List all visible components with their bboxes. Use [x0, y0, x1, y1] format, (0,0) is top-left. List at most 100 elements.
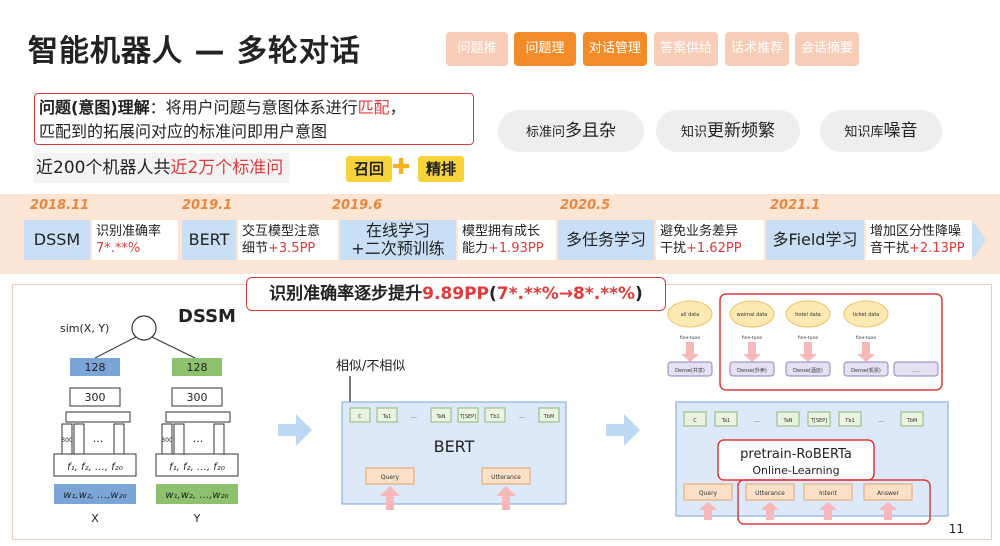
timeline-model-multitask: 多任务学习	[558, 220, 654, 260]
bert-token	[484, 407, 506, 423]
timeline-desc-2: 交互模型注意细节+3.5PP	[238, 220, 338, 260]
tab-session-summary[interactable]: 会话摘要	[795, 32, 859, 66]
data-cloud-label: all data	[681, 312, 700, 318]
up-arrow-icon	[857, 342, 875, 362]
timeline-model-online: 在线学习+二次预训练	[340, 220, 456, 260]
bert-token-ellipsis: ...	[519, 413, 525, 420]
roberta-token	[900, 411, 924, 427]
tab-dialog-management[interactable]: 对话管理	[583, 32, 647, 66]
dense-head-label: Dense(共享)	[675, 367, 705, 374]
definition-callout: 问题(意图)理解：将用户问题与意图体系进行匹配， 匹配到的拓展问对应的标准问即用…	[34, 93, 474, 145]
y-conv-2	[173, 423, 185, 455]
up-arrow-icon	[380, 486, 400, 510]
input-highlight	[737, 479, 931, 525]
dense-head	[893, 361, 939, 377]
y-pool-layer	[165, 411, 231, 423]
up-arrow-icon	[496, 486, 516, 510]
sim-link-x	[94, 336, 137, 359]
roberta-token-ellipsis: ...	[754, 417, 760, 424]
finetune-label: fine-tune	[680, 335, 701, 341]
accuracy-banner: 识别准确率逐步提升9.89PP(7*.**%→8*.**%)	[246, 277, 666, 311]
timeline-model-dssm: DSSM	[24, 220, 90, 260]
dense-head-label: Dense(外卖)	[737, 367, 767, 374]
bert-output-label: 相似/不相似	[336, 359, 405, 374]
roberta-input-label: Utterance	[755, 490, 785, 497]
architecture-diagrams: DSSM sim(X, Y) 128 300 300 ... f₁, f₂, ……	[53, 293, 949, 525]
up-arrow-icon	[681, 342, 699, 362]
data-cloud-label: hotel data	[795, 312, 821, 318]
bert-token-ellipsis: ...	[411, 413, 417, 420]
tab-question-recommend[interactable]: 问题推荐	[446, 32, 508, 90]
y-top-dim: 128	[187, 361, 208, 374]
bert-token	[349, 407, 371, 423]
page-title: 智能机器人 — 多轮对话	[28, 34, 361, 69]
roberta-token-label: C	[693, 418, 697, 424]
y-top-layer	[172, 358, 222, 376]
dense-head	[729, 361, 775, 377]
roberta-token	[807, 411, 831, 427]
x-top-dim: 128	[85, 361, 106, 374]
roberta-input	[803, 483, 853, 501]
finetune-label: fine-tune	[856, 335, 877, 341]
y-features: f₁, f₂, …, f₂₀	[169, 462, 225, 473]
y-mid-dim: 300	[187, 391, 208, 404]
sim-link-y	[151, 336, 196, 359]
roberta-subtitle: Online-Learning	[752, 464, 839, 477]
bert-label: BERT	[434, 437, 475, 456]
robot-summary: 近200个机器人共近2万个标准问	[34, 153, 290, 183]
bert-input-query	[365, 467, 415, 485]
sim-label: sim(X, Y)	[60, 322, 109, 335]
x-top-layer	[70, 358, 120, 376]
dense-head-label: Dense(机票)	[851, 367, 881, 374]
y-words: w₁,w₂, …,w₂₀	[165, 490, 228, 501]
up-arrow-icon	[879, 502, 897, 520]
x-conv-3	[113, 423, 125, 455]
bert-input-utterance-label: Utterance	[491, 474, 521, 481]
y-dots: ...	[193, 432, 204, 445]
rank-pill: 精排	[418, 156, 465, 182]
finetune-label: fine-tune	[742, 335, 763, 341]
challenge-cloud-2: 知识更新频繁	[656, 110, 800, 152]
definition-line-2: 匹配到的拓展问对应的标准问即用户意图	[39, 122, 328, 141]
bert-token-label: TaN	[435, 414, 445, 420]
tab-question-understanding[interactable]: 问题理解	[514, 32, 576, 90]
roberta-token	[776, 411, 800, 427]
dense-head-label: Dense(酒店)	[793, 367, 823, 374]
timeline-desc-4: 避免业务差异干扰+1.62PP	[656, 220, 764, 260]
data-cloud	[729, 300, 775, 328]
tab-answer-supply[interactable]: 答案供给	[654, 32, 718, 66]
timeline-arrow-icon	[972, 220, 986, 260]
x-feature-layer	[53, 453, 137, 477]
dssm-label: DSSM	[178, 306, 236, 327]
bert-token-label: Tb1	[489, 414, 499, 420]
data-cloud	[843, 300, 889, 328]
y-feature-layer	[155, 453, 239, 477]
timeline-year-3: 2019.6	[332, 198, 383, 213]
x-pool-layer	[65, 411, 131, 423]
y-word-layer	[156, 484, 238, 504]
bert-input-utterance	[481, 467, 531, 485]
bert-token	[430, 407, 452, 423]
dense-head	[667, 361, 713, 377]
roberta-token-label: Tb1	[844, 418, 854, 424]
x-word-layer	[54, 484, 136, 504]
up-arrow-icon	[761, 502, 779, 520]
dense-head	[785, 361, 831, 377]
y-conv-3	[213, 423, 225, 455]
roberta-token-label: T[SEP]	[810, 418, 827, 424]
timeline-year-5: 2021.1	[770, 198, 821, 213]
y-conv-label: 300	[161, 437, 173, 444]
tab-script-recommend[interactable]: 话术推荐	[725, 32, 789, 66]
bert-token-label: TbM	[543, 414, 555, 420]
roberta-dense-row: Dense(共享)Dense(外卖)Dense(酒店)Dense(机票)....…	[667, 361, 939, 377]
bert-input-query-label: Query	[381, 474, 400, 481]
dense-head	[843, 361, 889, 377]
roberta-input	[683, 483, 733, 501]
x-mid-dim: 300	[85, 391, 106, 404]
